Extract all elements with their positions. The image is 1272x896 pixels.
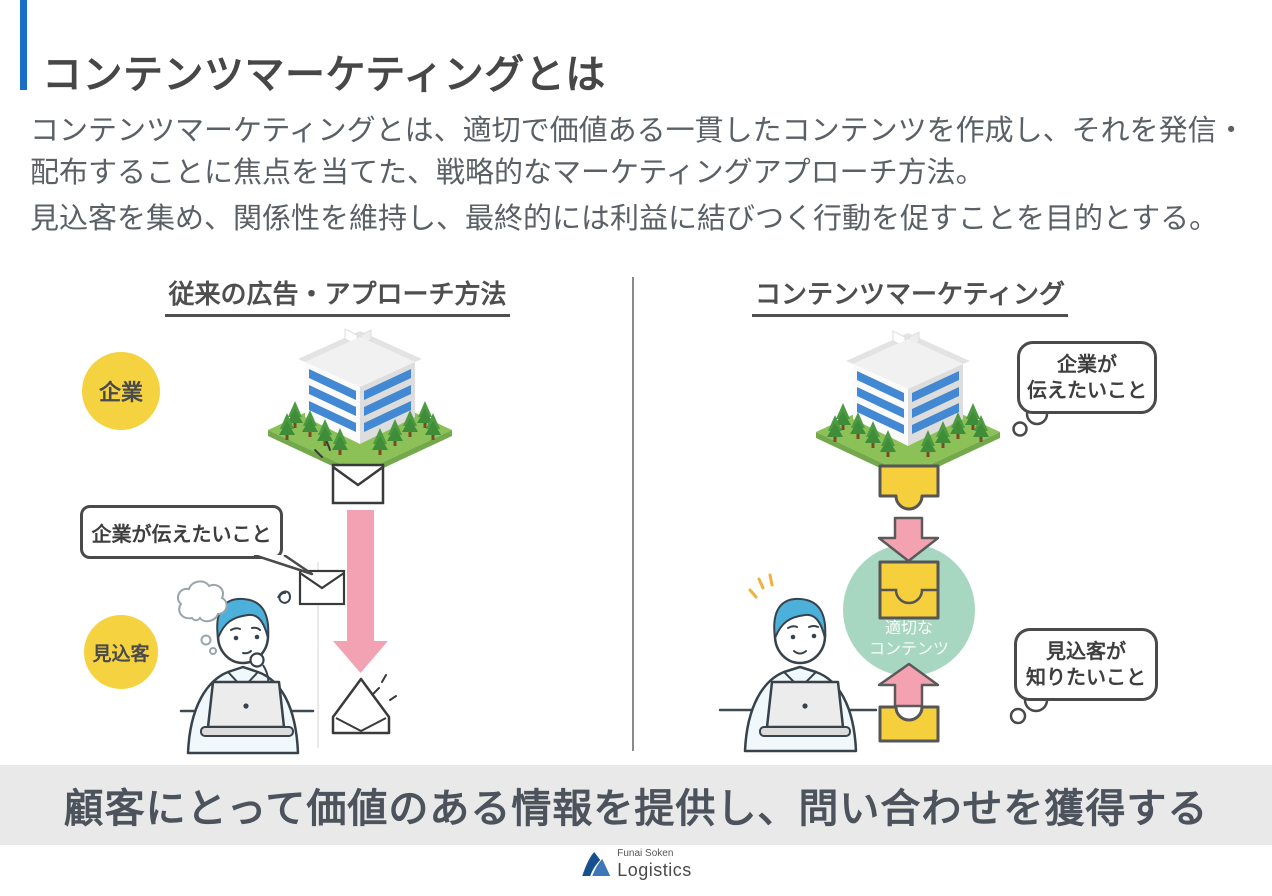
logo-wave-icon — [582, 852, 611, 876]
prospect-label-badge: 見込客 — [84, 615, 158, 689]
puzzle-joined — [878, 560, 940, 620]
company-logo: Funai Soken Logistics — [580, 849, 692, 879]
content-circle-label: 適切な コンテンツ — [868, 620, 949, 658]
prospect-thought-bubble: 見込客が 知りたいこと — [1014, 628, 1158, 701]
logo-text-bottom: Logistics — [617, 860, 692, 880]
logo-text-top: Funai Soken — [617, 848, 674, 859]
right-column-heading: コンテンツマーケティング — [660, 274, 1160, 317]
intro-paragraph-1: コンテンツマーケティングとは、適切で価値ある一貫したコンテンツを作成し、それを発… — [30, 115, 1246, 189]
up-arrow-icon — [877, 662, 940, 708]
thinking-person-illustration — [186, 597, 300, 755]
company-label-badge: 企業 — [82, 352, 160, 430]
big-down-arrow — [333, 510, 388, 673]
down-arrow-icon — [877, 516, 940, 563]
thought-cloud-icon — [177, 580, 228, 655]
mail-icon-small — [298, 569, 346, 606]
mail-icon — [314, 441, 385, 505]
trees — [279, 401, 441, 455]
company-building-illustration — [816, 330, 1000, 481]
key-message-text: 顧客にとって価値のある情報を提供し、問い合わせを獲得する — [63, 787, 1209, 831]
sparkle-icon — [748, 573, 774, 599]
open-mail-icon — [331, 674, 397, 735]
column-divider — [632, 277, 634, 751]
company-building-illustration — [268, 328, 452, 479]
title-accent-bar — [20, 0, 27, 90]
puzzle-piece-bottom — [878, 705, 940, 743]
page-title: コンテンツマーケティングとは — [42, 53, 606, 97]
intro-paragraph-2: 見込客を集め、関係性を維持し、最終的には利益に結びつく行動を促すことを目的とする… — [30, 203, 1219, 235]
speech-bubble-tail — [253, 555, 314, 576]
typing-person-illustration — [743, 573, 858, 753]
puzzle-piece-top — [878, 464, 940, 511]
company-thought-bubble: 企業が 伝えたいこと — [1017, 341, 1157, 414]
traditional-approach-illustration — [177, 328, 452, 755]
key-message-banner: 顧客にとって価値のある情報を提供し、問い合わせを獲得する — [0, 765, 1272, 845]
left-column-heading: 従来の広告・アプローチ方法 — [60, 274, 615, 317]
trees — [827, 403, 989, 457]
content-marketing-illustration — [718, 330, 1049, 753]
company-message-speech-bubble: 企業が伝えたいこと — [80, 505, 283, 559]
confusion-squiggle-icon — [277, 590, 292, 604]
